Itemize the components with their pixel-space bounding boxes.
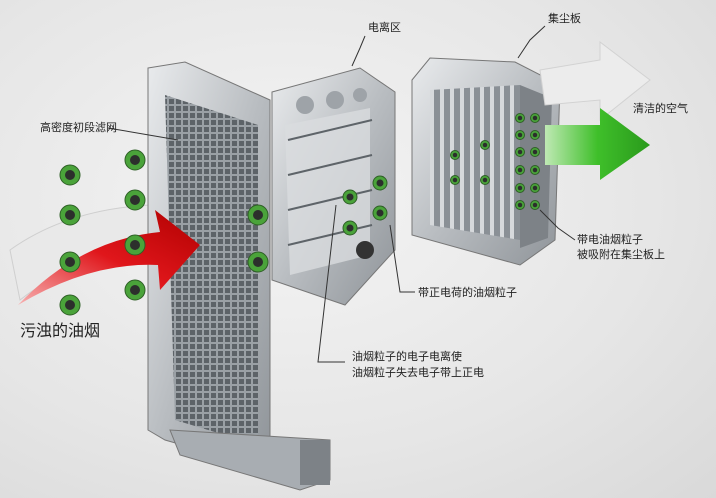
particle-core (346, 224, 354, 232)
particle-core (517, 202, 523, 208)
label-ionization-1: 油烟粒子的电子电离使 (352, 350, 462, 363)
particle-core (65, 257, 75, 267)
label-collector-plate: 集尘板 (548, 12, 581, 25)
particle-core (65, 210, 75, 220)
particle-core (532, 115, 538, 121)
prefilter-panel (147, 61, 331, 491)
label-clean-air: 清洁的空气 (633, 102, 688, 115)
particle-core (517, 115, 523, 121)
collector-plate-panel (411, 57, 561, 266)
label-prefilter: 高密度初段滤网 (40, 121, 117, 134)
particle-core (452, 177, 458, 183)
particle-core (253, 257, 263, 267)
particle-core (482, 177, 488, 183)
label-adsorbed-2: 被吸附在集尘板上 (577, 248, 665, 261)
particle-core (532, 167, 538, 173)
particle-core (130, 155, 140, 165)
label-positive-particles: 带正电荷的油烟粒子 (418, 286, 517, 299)
particle-core (376, 179, 384, 187)
particle-core (130, 240, 140, 250)
particle-core (532, 185, 538, 191)
label-ionization-zone: 电离区 (368, 21, 401, 34)
particle-core (130, 195, 140, 205)
particle-core (517, 149, 523, 155)
clean-air-arrow (545, 108, 650, 180)
particle-core (346, 193, 354, 201)
particle-core (517, 185, 523, 191)
particle-core (517, 167, 523, 173)
label-adsorbed-1: 带电油烟粒子 (577, 233, 643, 246)
label-dirty-smoke: 污浊的油烟 (20, 321, 101, 340)
particle-core (482, 142, 488, 148)
particle-core (532, 132, 538, 138)
particle-core (253, 210, 263, 220)
particle-core (65, 170, 75, 180)
particle-core (517, 132, 523, 138)
particle-core (532, 202, 538, 208)
particle-core (532, 149, 538, 155)
particles (59, 113, 540, 316)
particle-core (130, 285, 140, 295)
particle-core (452, 152, 458, 158)
particle-core (376, 209, 384, 217)
clean-air-back-arrow (539, 40, 651, 122)
dirty-smoke-arrow (18, 210, 200, 305)
label-ionization-2: 油烟粒子失去电子带上正电 (352, 366, 484, 379)
leader-lines (107, 25, 576, 363)
particle-core (65, 300, 75, 310)
ionization-panel (271, 67, 396, 306)
